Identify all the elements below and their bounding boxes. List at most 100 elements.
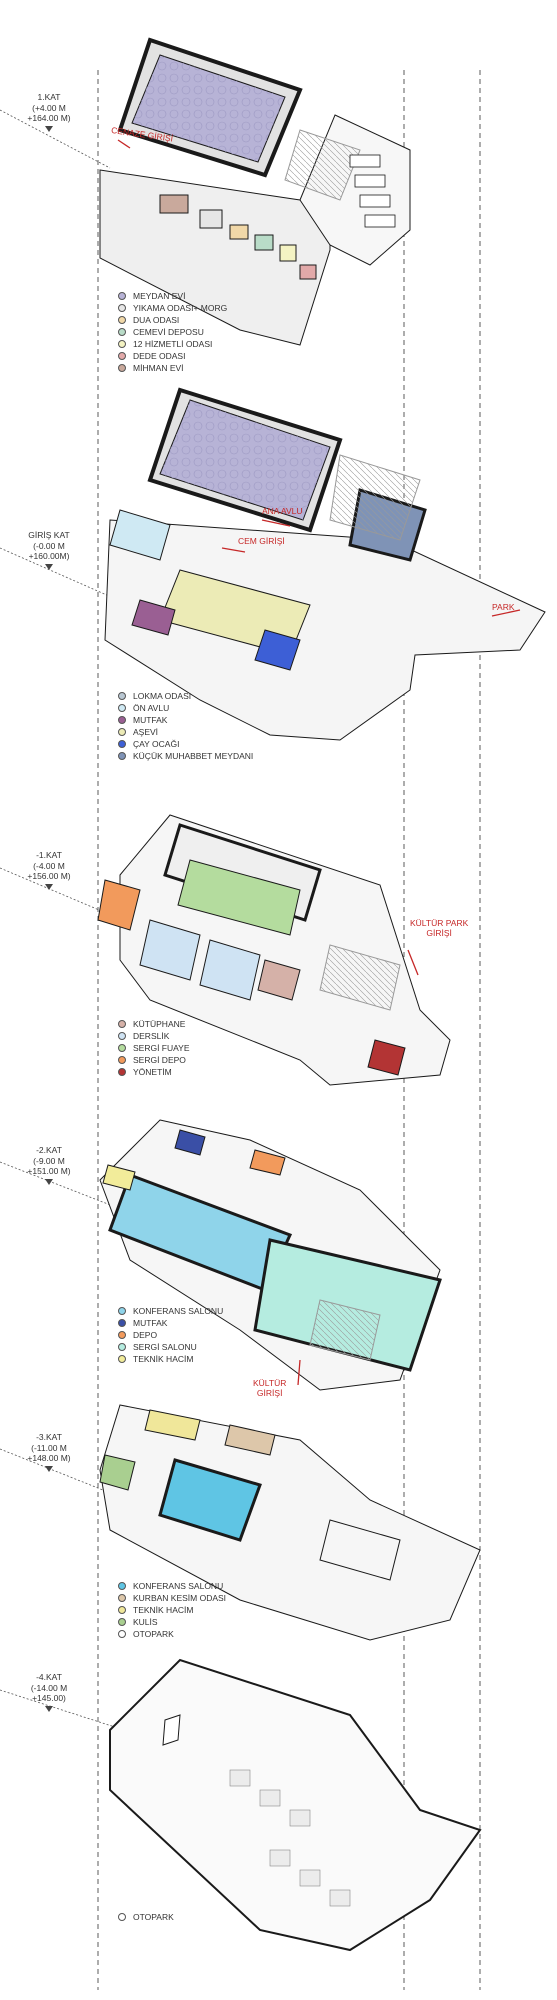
entry-label-kultur-park: KÜLTÜR PARK GİRİŞİ — [410, 918, 468, 938]
level-marker-icon — [45, 125, 53, 132]
legend-label: MEYDAN EVİ — [133, 291, 186, 301]
legend-swatch — [118, 1618, 126, 1626]
legend-item: YIKAMA ODASI+ MORG — [118, 302, 227, 314]
legend-label: DEDE ODASI — [133, 351, 186, 361]
legend-item: TEKNİK HACİM — [118, 1353, 223, 1365]
legend-swatch — [118, 692, 126, 700]
legend-swatch — [118, 364, 126, 372]
legend-label: SERGİ SALONU — [133, 1342, 197, 1352]
floor-minus1-plan — [97, 814, 451, 1086]
legend-swatch — [118, 728, 126, 736]
legend-swatch — [118, 1606, 126, 1614]
legend-item: SERGİ FUAYE — [118, 1042, 190, 1054]
legend-label: OTOPARK — [133, 1912, 174, 1922]
legend-label: MİHMAN EVİ — [133, 363, 184, 373]
level-label-minus3: -3.KAT (-11.00 M +148.00 M) — [4, 1432, 94, 1474]
floor-minus3-plan — [99, 1404, 481, 1641]
legend-label: TEKNİK HACİM — [133, 1605, 194, 1615]
legend-item: KÜTÜPHANE — [118, 1018, 190, 1030]
legend-item: KONFERANS SALONU — [118, 1305, 223, 1317]
legend-item: ÇAY OCAĞI — [118, 738, 253, 750]
level-elevation-2: +160.00M) — [28, 551, 70, 561]
legend-swatch — [118, 340, 126, 348]
legend-swatch — [118, 752, 126, 760]
legend-swatch — [118, 1355, 126, 1363]
level-leaders — [0, 109, 119, 1729]
level-name: 1.KAT — [37, 92, 61, 102]
legend-item: KULİS — [118, 1616, 226, 1628]
legend-item: DERSLİK — [118, 1030, 190, 1042]
legend-swatch — [118, 328, 126, 336]
level-elevation-2: +156.00 M) — [27, 871, 71, 881]
legend-label: DERSLİK — [133, 1031, 170, 1041]
legend-item: OTOPARK — [118, 1911, 174, 1923]
entry-label-ana-avlu: ANA AVLU — [262, 506, 303, 516]
legend-swatch — [118, 1032, 126, 1040]
legend-label: SERGİ DEPO — [133, 1055, 186, 1065]
entry-label-line: GİRİŞİ — [426, 928, 452, 938]
entry-label-cem: CEM GİRİŞİ — [238, 536, 285, 546]
legend-item: TEKNİK HACİM — [118, 1604, 226, 1616]
legend-item: DUA ODASI — [118, 314, 227, 326]
legend-swatch — [118, 704, 126, 712]
floor-minus2-plan — [99, 1119, 442, 1391]
legend-item: OTOPARK — [118, 1628, 226, 1640]
level-label-minus1: -1.KAT (-4.00 M +156.00 M) — [4, 850, 94, 892]
legend-label: SERGİ FUAYE — [133, 1043, 190, 1053]
legend-label: OTOPARK — [133, 1629, 174, 1639]
legend-minus4: OTOPARK — [118, 1911, 174, 1923]
legend-swatch — [118, 304, 126, 312]
legend-label: CEMEVİ DEPOSU — [133, 327, 204, 337]
level-elevation-1: (-0.00 M — [33, 540, 65, 551]
legend-label: DUA ODASI — [133, 315, 180, 325]
legend-swatch — [118, 1307, 126, 1315]
legend-label: MUTFAK — [133, 715, 168, 725]
legend-swatch — [118, 740, 126, 748]
legend-1kat: MEYDAN EVİ YIKAMA ODASI+ MORG DUA ODASI … — [118, 290, 227, 374]
legend-item: KONFERANS SALONU — [118, 1580, 226, 1592]
entry-label-line: GİRİŞİ — [256, 1388, 283, 1398]
legend-item: DEDE ODASI — [118, 350, 227, 362]
legend-swatch — [118, 316, 126, 324]
level-elevation-2: +145.00) — [32, 1693, 66, 1703]
level-elevation-1: (-4.00 M — [33, 860, 65, 871]
legend-label: KÜÇÜK MUHABBET MEYDANI — [133, 751, 254, 761]
legend-item: 12 HİZMETLİ ODASI — [118, 338, 227, 350]
legend-label: MUTFAK — [133, 1318, 168, 1328]
legend-item: MUTFAK — [118, 1317, 223, 1329]
level-elevation-1: (+4.00 M — [32, 102, 66, 113]
legend-label: KURBAN KESİM ODASI — [133, 1593, 227, 1603]
level-elevation-1: (-11.00 M — [31, 1442, 67, 1453]
legend-minus2: KONFERANS SALONU MUTFAK DEPO SERGİ SALON… — [118, 1305, 223, 1365]
legend-item: KÜÇÜK MUHABBET MEYDANI — [118, 750, 253, 762]
level-name: -3.KAT — [36, 1432, 62, 1442]
grid-lines — [97, 70, 481, 1990]
legend-label: KONFERANS SALONU — [133, 1581, 224, 1591]
legend-swatch — [118, 1068, 126, 1076]
legend-swatch — [118, 1594, 126, 1602]
legend-item: KURBAN KESİM ODASI — [118, 1592, 226, 1604]
legend-minus1: KÜTÜPHANE DERSLİK SERGİ FUAYE SERGİ DEPO… — [118, 1018, 190, 1078]
level-name: GİRİŞ KAT — [28, 530, 70, 540]
legend-swatch — [118, 1913, 126, 1921]
legend-label: KÜTÜPHANE — [133, 1019, 186, 1029]
legend-swatch — [118, 292, 126, 300]
entry-label-line: KÜLTÜR — [253, 1378, 287, 1388]
legend-item: MEYDAN EVİ — [118, 290, 227, 302]
legend-minus3: KONFERANS SALONU KURBAN KESİM ODASI TEKN… — [118, 1580, 226, 1640]
floor-minus4-plan — [109, 1658, 482, 1952]
legend-swatch — [118, 1343, 126, 1351]
legend-label: KONFERANS SALONU — [133, 1306, 224, 1316]
level-label-minus2: -2.KAT (-9.00 M +151.00 M) — [4, 1145, 94, 1187]
level-elevation-1: (-14.00 M — [30, 1682, 68, 1693]
legend-label: AŞEVİ — [133, 727, 159, 737]
legend-item: YÖNETİM — [118, 1066, 190, 1078]
level-label-giris-kat: GİRİŞ KAT (-0.00 M +160.00M) — [4, 530, 94, 572]
legend-item: SERGİ SALONU — [118, 1341, 223, 1353]
level-marker-icon — [45, 883, 53, 890]
floor-ground-plan — [104, 387, 546, 741]
legend-label: KULİS — [133, 1617, 158, 1627]
level-marker-icon — [45, 1465, 53, 1472]
legend-item: AŞEVİ — [118, 726, 253, 738]
